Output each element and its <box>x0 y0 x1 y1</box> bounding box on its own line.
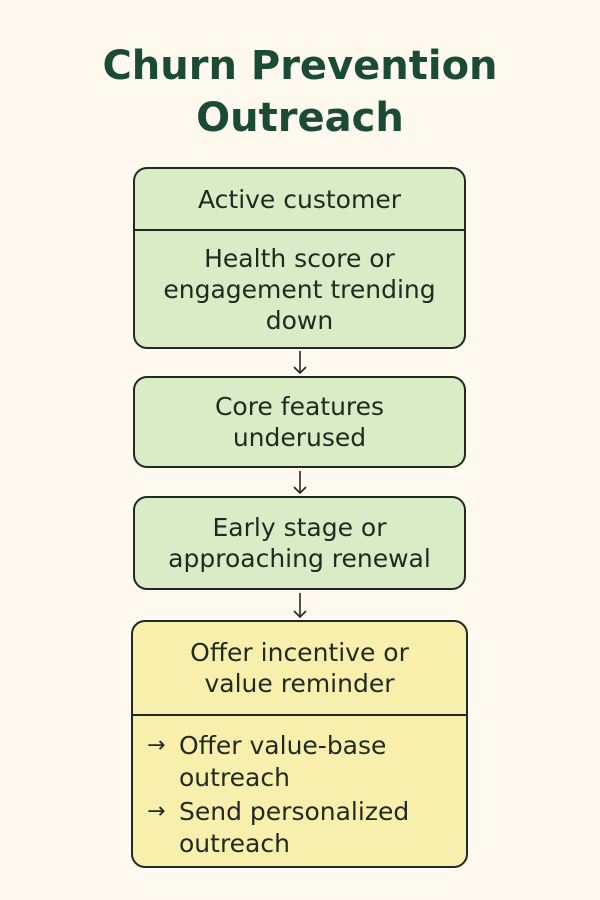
step-1-header: Active customer <box>135 169 464 229</box>
step-core-features-underused: Core features underused <box>133 376 466 468</box>
step-1-body-line: engagement trending <box>163 274 436 304</box>
action-line: Offer value-base <box>179 731 387 760</box>
step-4-actions: → Offer value-base outreach → Send perso… <box>133 714 466 866</box>
step-early-stage-or-renewal: Early stage or approaching renewal <box>133 496 466 590</box>
title-line-2: Outreach <box>196 95 404 141</box>
step-2-content: Core features underused <box>135 378 464 466</box>
step-4-header-line: value reminder <box>204 669 395 698</box>
step-offer-incentive: Offer incentive or value reminder → Offe… <box>131 620 468 868</box>
step-1-body-line: Health score or <box>204 243 395 273</box>
action-item-offer-value-based: → Offer value-base outreach <box>147 730 452 794</box>
action-line: outreach <box>179 829 290 858</box>
step-2-line: Core features <box>214 392 385 421</box>
step-4-header-line: Offer incentive or <box>190 638 409 667</box>
diagram-title: Churn Prevention Outreach <box>0 40 600 144</box>
action-line: Send personalized <box>179 797 410 826</box>
action-text: Send personalized outreach <box>179 796 409 860</box>
step-3-content: Early stage or approaching renewal <box>135 498 464 588</box>
step-1-body: Health score or engagement trending down <box>135 229 464 347</box>
arrow-right-icon: → <box>147 799 166 824</box>
action-text: Offer value-base outreach <box>179 730 386 794</box>
step-1-header-text: Active customer <box>197 184 401 214</box>
step-4-header: Offer incentive or value reminder <box>133 622 466 714</box>
arrow-down-icon <box>293 471 307 495</box>
arrow-down-icon <box>293 593 307 619</box>
action-item-send-personalized: → Send personalized outreach <box>147 796 452 860</box>
arrow-right-icon: → <box>147 733 166 758</box>
step-active-customer: Active customer Health score or engageme… <box>133 167 466 349</box>
arrow-down-icon <box>293 351 307 375</box>
action-line: outreach <box>179 763 290 792</box>
step-2-line: underused <box>232 423 367 452</box>
title-line-1: Churn Prevention <box>102 43 498 89</box>
step-3-line: approaching renewal <box>168 544 431 573</box>
step-1-body-line: down <box>265 305 334 335</box>
step-3-line: Early stage or <box>212 513 387 542</box>
